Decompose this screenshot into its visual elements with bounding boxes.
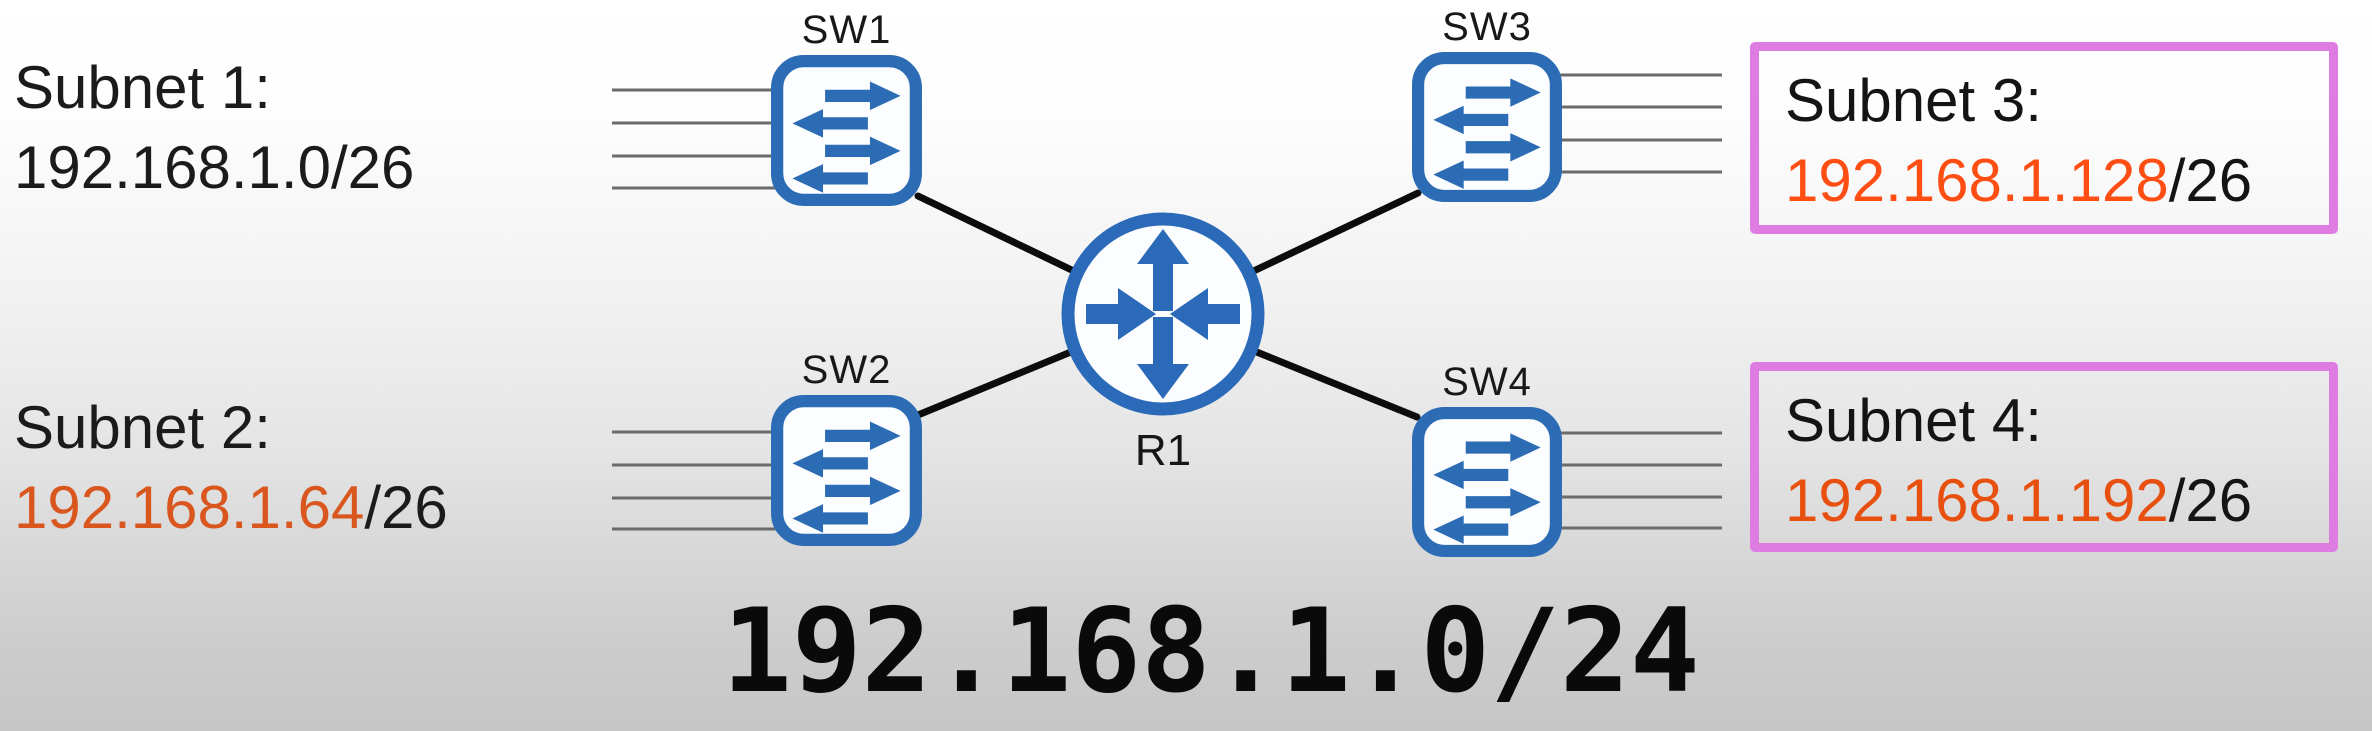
subnet-4-cidr: 192.168.1.192/26 <box>1785 461 2329 541</box>
subnet-1-name: Subnet 1: <box>14 54 271 121</box>
host-lines <box>612 73 1722 531</box>
switch-sw1-label: SW1 <box>801 8 892 52</box>
subnet-3-name: Subnet 3: <box>1785 67 2042 134</box>
subnet-4-mask: /26 <box>2168 467 2253 534</box>
switch-sw4: SW4 <box>1411 358 1563 558</box>
subnet-2-ip: 192.168.1.64 <box>14 474 365 541</box>
subnet-3-mask: /26 <box>2168 147 2253 214</box>
subnet-3-box: Subnet 3: 192.168.1.128/26 <box>1750 42 2338 234</box>
switch-sw2-label: SW2 <box>801 348 892 392</box>
subnet-2-label: Subnet 2: 192.168.1.64/26 <box>14 388 448 548</box>
switch-sw3-label: SW3 <box>1442 5 1532 49</box>
subnet-2-cidr: 192.168.1.64/26 <box>14 468 448 548</box>
subnet-2-name: Subnet 2: <box>14 394 271 461</box>
subnet-1-ip: 192.168.1.0 <box>14 134 331 201</box>
subnet-3-ip: 192.168.1.128 <box>1785 147 2169 214</box>
router-icon <box>1061 212 1265 416</box>
subnet-4-ip: 192.168.1.192 <box>1785 467 2169 534</box>
switch-icon <box>1412 407 1562 557</box>
subnet-1-cidr: 192.168.1.0/26 <box>14 128 414 208</box>
switch-sw4-label: SW4 <box>1442 360 1532 404</box>
subnet-4-box: Subnet 4: 192.168.1.192/26 <box>1750 362 2338 552</box>
router-r1: R1 <box>1058 209 1268 477</box>
network-cidr-label: 192.168.1.0/24 <box>722 584 1700 719</box>
switch-sw1: SW1 <box>770 6 923 207</box>
switch-icon <box>771 395 922 546</box>
subnet-2-mask: /26 <box>364 474 448 541</box>
switch-sw2: SW2 <box>770 346 923 547</box>
subnet-1-mask: /26 <box>330 134 415 201</box>
switch-icon <box>1412 52 1562 202</box>
router-r1-label: R1 <box>1134 426 1192 475</box>
switch-icon <box>771 55 922 206</box>
subnet-3-cidr: 192.168.1.128/26 <box>1785 141 2329 221</box>
subnet-1-label: Subnet 1: 192.168.1.0/26 <box>14 48 414 208</box>
switch-sw3: SW3 <box>1411 3 1563 203</box>
subnet-4-name: Subnet 4: <box>1785 387 2042 454</box>
